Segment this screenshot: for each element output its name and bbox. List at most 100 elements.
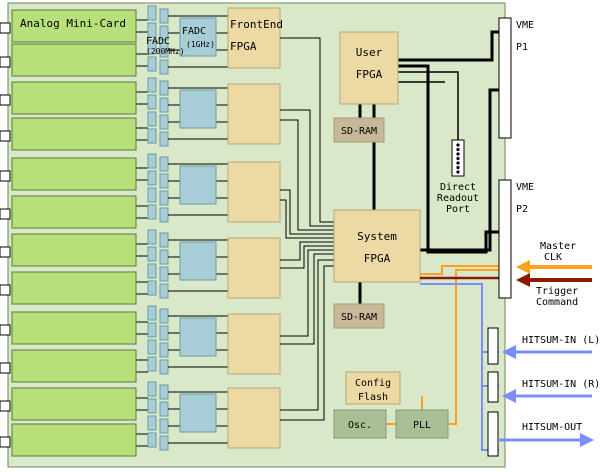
vme-p2-label-1: VME [516, 182, 534, 193]
frontend-fpga[interactable] [227, 237, 281, 299]
fadc-1ghz[interactable] [179, 241, 217, 281]
fadc-200-chip[interactable] [147, 229, 157, 245]
sdram-top[interactable] [333, 117, 385, 143]
analog-mini-card[interactable] [11, 43, 137, 77]
fadc-1ghz[interactable] [179, 17, 217, 57]
fadc-200-chip[interactable] [147, 187, 157, 203]
fadc-200-chip[interactable] [147, 5, 157, 21]
frontend-fpga[interactable] [227, 83, 281, 145]
fadc-200-chip[interactable] [159, 59, 169, 75]
fadc-1ghz[interactable] [179, 165, 217, 205]
vme-p1-connector[interactable] [498, 17, 512, 139]
fadc-200-chip[interactable] [159, 97, 169, 113]
frontend-fpga[interactable] [227, 387, 281, 449]
card-connector[interactable] [0, 208, 11, 220]
fadc-200-chip[interactable] [159, 325, 169, 341]
fadc-1ghz[interactable] [179, 393, 217, 433]
fadc-200-chip[interactable] [159, 418, 169, 434]
analog-mini-card[interactable] [11, 387, 137, 421]
readout-pin [456, 161, 460, 165]
fadc-1ghz[interactable] [179, 317, 217, 357]
fadc-200-chip[interactable] [159, 114, 169, 130]
card-connector[interactable] [0, 170, 11, 182]
fadc-200-chip[interactable] [147, 432, 157, 448]
fadc-200-chip[interactable] [159, 266, 169, 282]
fadc-200-chip[interactable] [159, 435, 169, 451]
fadc-200-chip[interactable] [159, 190, 169, 206]
card-connector[interactable] [0, 94, 11, 106]
fadc-200-chip[interactable] [147, 280, 157, 296]
system-fpga-label-1: System [357, 230, 397, 243]
fadc-200-chip[interactable] [147, 356, 157, 372]
frontend-fpga[interactable] [227, 313, 281, 375]
analog-mini-card[interactable] [11, 349, 137, 383]
fadc-200-chip[interactable] [159, 308, 169, 324]
fadc-200-chip[interactable] [159, 401, 169, 417]
fadc-200-chip[interactable] [147, 56, 157, 72]
fadc-200-chip[interactable] [159, 283, 169, 299]
oscillator[interactable] [333, 409, 387, 439]
fadc-200-chip[interactable] [147, 77, 157, 93]
fadc-200-chip[interactable] [147, 322, 157, 338]
user-fpga-label-1: User [356, 46, 383, 59]
vme-p2-connector[interactable] [498, 179, 512, 299]
fadc-200-chip[interactable] [147, 128, 157, 144]
fadc-200-chip[interactable] [147, 246, 157, 262]
config-flash[interactable] [345, 371, 401, 405]
fadc-200-chip[interactable] [147, 153, 157, 169]
card-connector[interactable] [0, 324, 11, 336]
direct-readout-lines [398, 71, 459, 140]
analog-mini-card[interactable] [11, 271, 137, 305]
frontend-fpga-label-1: FrontEnd [230, 18, 283, 31]
analog-mini-card[interactable] [11, 157, 137, 191]
fadc-200-chip[interactable] [147, 170, 157, 186]
fadc-200-chip[interactable] [147, 22, 157, 38]
fadc-1ghz[interactable] [179, 89, 217, 129]
fadc-200-chip[interactable] [147, 339, 157, 355]
hitsum-out-connector[interactable] [487, 411, 499, 457]
user-fpga[interactable] [339, 31, 399, 105]
fadc-200-chip[interactable] [159, 359, 169, 375]
fadc-200-chip[interactable] [147, 94, 157, 110]
fadc-200-chip[interactable] [159, 384, 169, 400]
frontend-chains [136, 5, 281, 451]
card-connector[interactable] [0, 284, 11, 296]
card-connector[interactable] [0, 436, 11, 448]
fadc-200-chip[interactable] [159, 80, 169, 96]
fadc-200-chip[interactable] [147, 39, 157, 55]
fadc-200-chip[interactable] [159, 249, 169, 265]
fadc-200-chip[interactable] [147, 111, 157, 127]
analog-mini-card[interactable] [11, 117, 137, 151]
fadc-200-chip[interactable] [147, 263, 157, 279]
sdram-bottom[interactable] [333, 303, 385, 329]
fadc-200-chip[interactable] [159, 342, 169, 358]
card-connector[interactable] [0, 362, 11, 374]
fadc-200-chip[interactable] [147, 305, 157, 321]
analog-mini-card[interactable] [11, 81, 137, 115]
fadc-200-chip[interactable] [159, 232, 169, 248]
hitsum-in-r-connector[interactable] [487, 371, 499, 403]
fadc-200-chip[interactable] [159, 207, 169, 223]
fadc-200-chip[interactable] [147, 415, 157, 431]
fadc-200-chip[interactable] [147, 204, 157, 220]
fadc-200-chip[interactable] [159, 131, 169, 147]
card-connector[interactable] [0, 400, 11, 412]
card-connector[interactable] [0, 246, 11, 258]
fadc-200-chip[interactable] [147, 381, 157, 397]
fadc-200-chip[interactable] [159, 173, 169, 189]
analog-mini-card[interactable] [11, 311, 137, 345]
analog-mini-card[interactable] [11, 233, 137, 267]
system-fpga[interactable] [333, 209, 421, 283]
card-connector[interactable] [0, 130, 11, 142]
frontend-fpga[interactable] [227, 161, 281, 223]
fadc-200-chip[interactable] [159, 156, 169, 172]
fadc-200-chip[interactable] [147, 398, 157, 414]
fadc-200-chip[interactable] [159, 8, 169, 24]
analog-mini-card[interactable] [11, 195, 137, 229]
analog-mini-card[interactable] [11, 9, 137, 43]
frontend-fpga[interactable] [227, 7, 281, 69]
card-connector[interactable] [0, 56, 11, 68]
hitsum-in-l-connector[interactable] [487, 327, 499, 365]
analog-mini-card[interactable] [11, 423, 137, 457]
card-connector[interactable] [0, 22, 11, 34]
